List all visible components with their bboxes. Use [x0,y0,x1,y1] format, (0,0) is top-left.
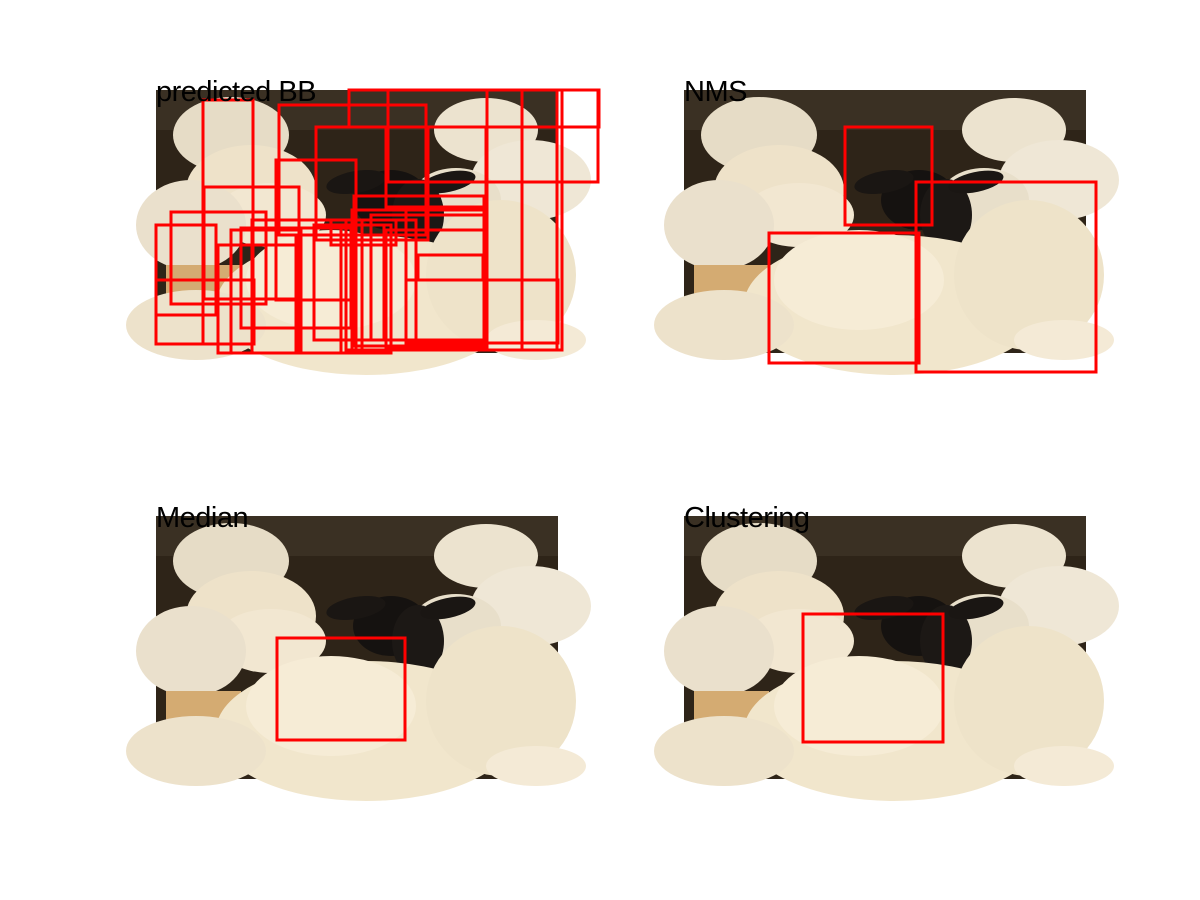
bounding-box [520,88,564,352]
bounding-box [843,125,934,227]
panel-nms: NMS [654,76,1119,375]
panel-title: predicted BB [156,76,317,108]
detection-plot-median [126,516,591,801]
panel-title: Median [156,502,249,534]
bounding-box [914,180,1098,374]
bounding-box [294,233,358,355]
bounding-box [416,253,485,282]
bounding-box [801,612,945,744]
bounding-box [329,218,398,247]
panel-title: NMS [684,76,747,108]
bounding-box [384,228,488,350]
panel-median: Median [126,502,591,801]
panel-title: Clustering [684,502,810,534]
clustering-boxes [801,612,945,744]
sheep-flock-photo [654,516,1119,801]
detection-plot-nms [654,90,1119,375]
panel-clustering: Clustering [654,502,1119,801]
nms-boxes [767,125,1098,374]
bounding-box [339,223,393,355]
detection-plot-clustering [654,516,1119,801]
predicted-boxes [154,88,601,355]
bounding-box [767,231,921,365]
median-boxes [275,636,407,742]
detection-plot-predicted [126,88,601,375]
bounding-box [154,223,218,317]
sheep-flock-photo [126,516,591,801]
panel-predicted-bb: predicted BB [126,76,601,375]
bounding-box [275,636,407,742]
